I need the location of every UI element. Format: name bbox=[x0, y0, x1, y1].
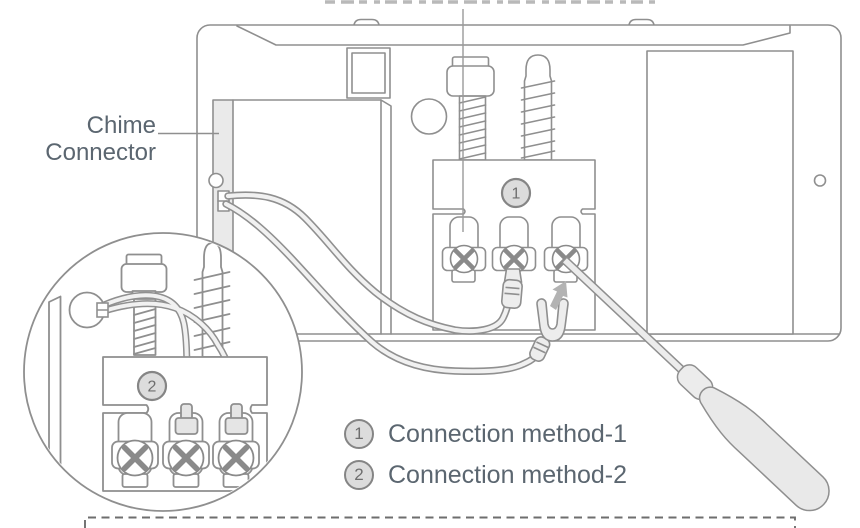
machine-screw-magnified-icon bbox=[120, 253, 168, 356]
machine-screw-icon bbox=[446, 56, 495, 161]
battery-compartment-panel bbox=[646, 50, 794, 335]
top-bump-right-icon bbox=[628, 18, 655, 26]
wire-sleeve bbox=[174, 417, 199, 435]
fork-terminal-icon bbox=[529, 298, 569, 362]
wire-clip-magnified bbox=[96, 302, 109, 318]
mounting-hole-left-icon bbox=[208, 172, 224, 189]
chime-connector-label: Chime Connector bbox=[10, 112, 156, 166]
chime-wires bbox=[222, 191, 540, 376]
legend-badge-1: 1 bbox=[344, 419, 374, 449]
mounting-hole-right-icon bbox=[813, 174, 827, 187]
square-cutout bbox=[346, 47, 391, 99]
callout-badge-1: 1 bbox=[500, 177, 532, 209]
screwdriver-handle bbox=[698, 386, 830, 512]
callout-1-number: 1 bbox=[512, 186, 521, 203]
wire-highlight bbox=[223, 201, 539, 374]
insert-arrow-icon bbox=[550, 281, 568, 310]
spade-connector bbox=[500, 268, 523, 310]
chime-connector-label-line2: Connector bbox=[45, 139, 156, 166]
screwdriver-icon bbox=[560, 256, 830, 512]
strip-edge-magnified bbox=[48, 295, 62, 475]
legend-badge-2: 2 bbox=[344, 460, 374, 490]
chime-connector-label-line1: Chime bbox=[86, 112, 156, 139]
legend-item-method-2: 2 Connection method-2 bbox=[344, 460, 627, 490]
tapping-screw-icon bbox=[520, 54, 556, 161]
top-cover-bevel bbox=[236, 25, 791, 46]
round-hole-icon bbox=[410, 98, 448, 135]
callout-2-number: 2 bbox=[148, 379, 157, 396]
magnifier-content: 2 bbox=[48, 242, 268, 492]
legend-item-method-1: 1 Connection method-1 bbox=[344, 419, 627, 449]
dashed-section-border bbox=[84, 516, 796, 528]
top-bump-left-icon bbox=[353, 18, 380, 26]
wire-sleeve bbox=[224, 417, 249, 435]
legend-label-2: Connection method-2 bbox=[388, 461, 628, 489]
callout-badge-2: 2 bbox=[136, 370, 168, 402]
legend-label-1: Connection method-1 bbox=[388, 420, 628, 448]
terminal-screws-magnified bbox=[116, 439, 255, 477]
wire-highlight bbox=[225, 192, 512, 334]
